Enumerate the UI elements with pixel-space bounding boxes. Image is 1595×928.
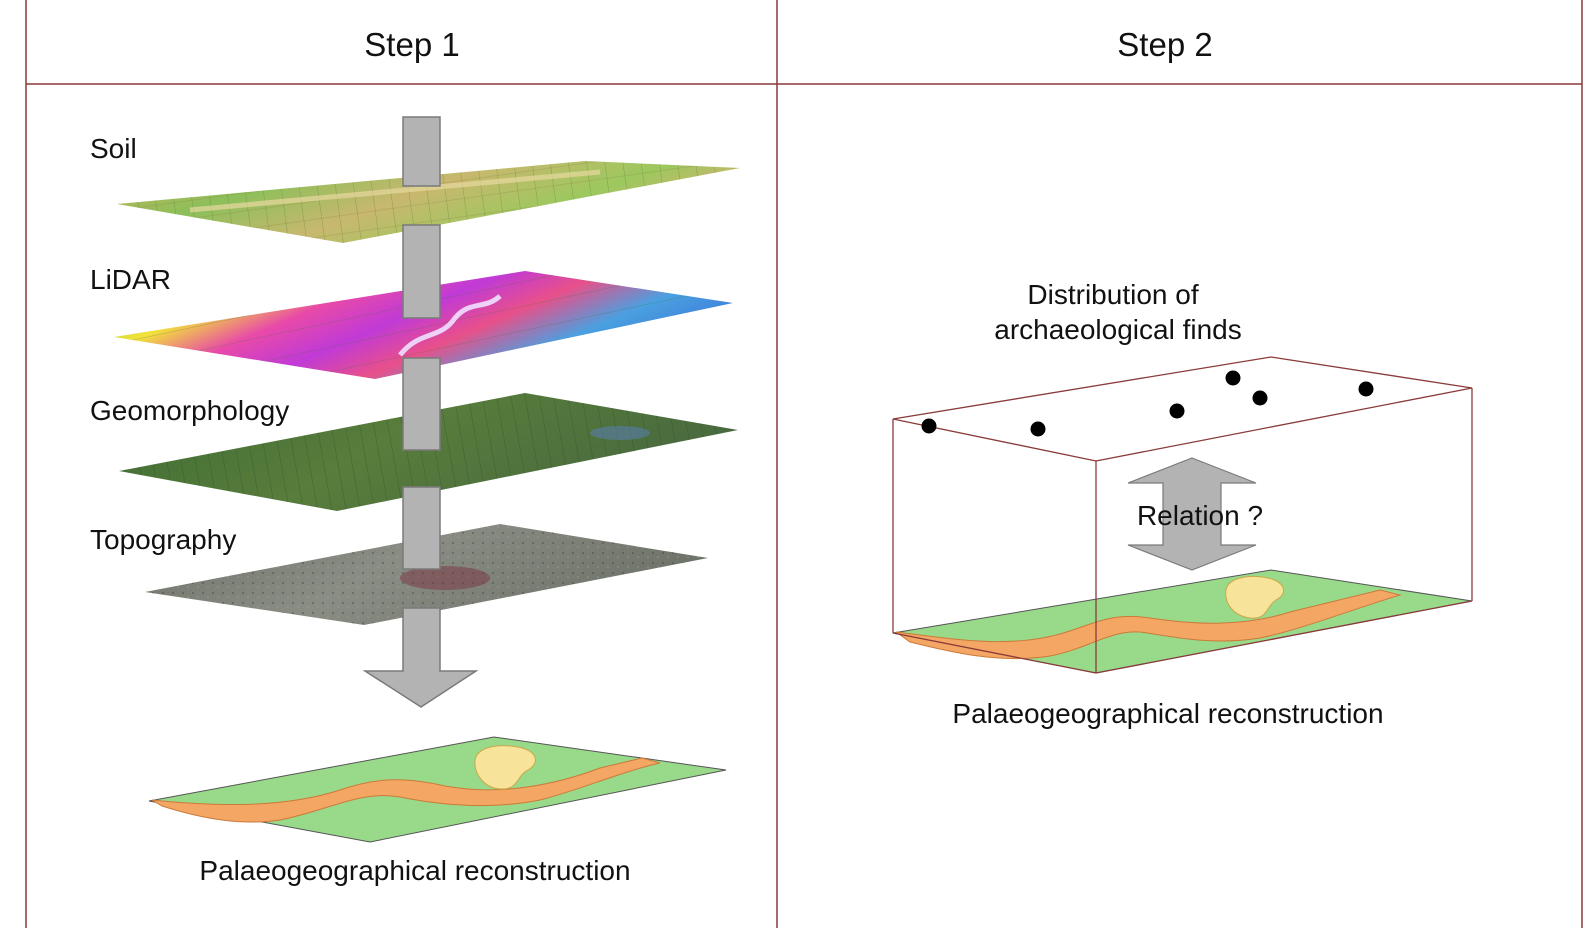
find-dot (1225, 370, 1241, 386)
step-1-caption: Palaeogeographical reconstruction (199, 855, 630, 886)
layer-label-geomorphology: Geomorphology (90, 395, 289, 426)
archaeological-finds (921, 370, 1374, 437)
find-dot (921, 418, 937, 434)
layer-label-soil: Soil (90, 133, 137, 164)
layer-label-lidar: LiDAR (90, 264, 171, 295)
reconstruction-map-step-1 (148, 736, 727, 843)
step-1-heading: Step 1 (364, 26, 459, 63)
finds-label-line-2: archaeological finds (994, 314, 1242, 345)
step-1-panel: Soil LiDAR Geomorphology Topography Pala… (90, 116, 740, 886)
geomorphology-map-layer (119, 393, 738, 511)
find-distribution-box (892, 356, 1473, 674)
step-2-heading: Step 2 (1117, 26, 1212, 63)
find-dot (1252, 390, 1268, 406)
table-frame (25, 0, 1583, 928)
step-2-caption: Palaeogeographical reconstruction (952, 698, 1383, 729)
finds-label-line-1: Distribution of (1027, 279, 1198, 310)
lidar-map-layer (114, 271, 733, 379)
step-2-panel: Distribution of archaeological finds (892, 279, 1473, 729)
topography-map-layer (145, 524, 708, 625)
find-dot (1358, 381, 1374, 397)
relation-label: Relation ? (1137, 500, 1263, 531)
relation-double-arrow (1127, 457, 1257, 571)
layer-label-topography: Topography (90, 524, 236, 555)
find-dot (1169, 403, 1185, 419)
soil-map-layer (117, 161, 740, 243)
find-dot (1030, 421, 1046, 437)
down-arrow (362, 116, 479, 708)
reconstruction-map-step-2 (892, 569, 1473, 674)
